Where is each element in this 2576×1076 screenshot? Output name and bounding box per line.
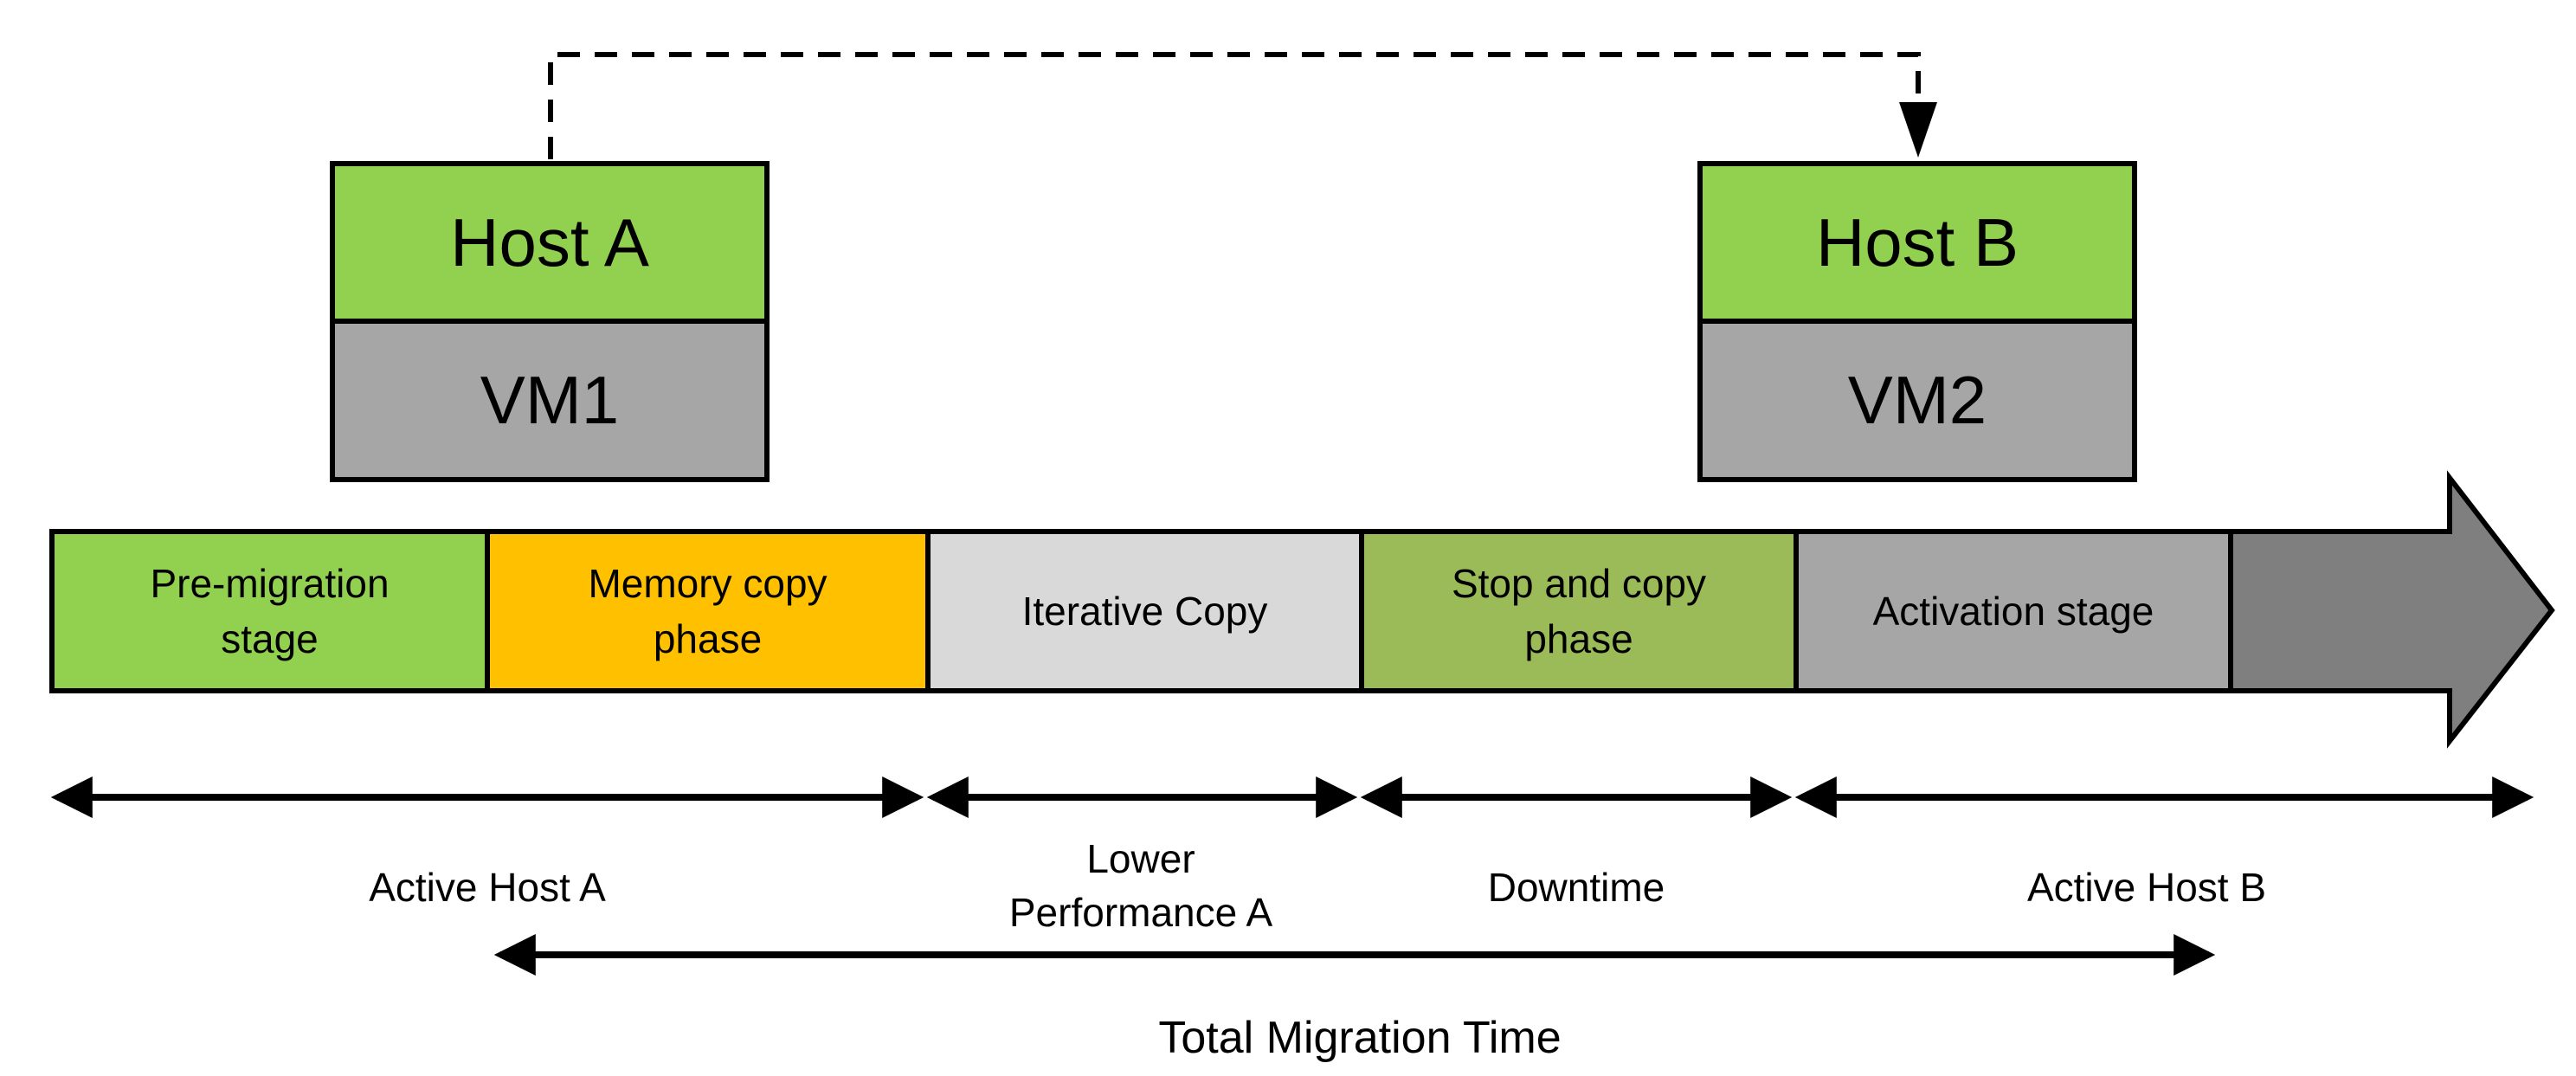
active-host-b-label: Active Host B [2026,865,2267,910]
lower-performance-a-line2: Performance A [1008,890,1273,935]
segment-stop-and-copy-phase: Stop and copy phase [1359,529,1799,693]
segment-label-line: Memory copy [588,561,828,606]
segment-label-line: Pre-migration [150,561,390,606]
timeline-arrow-head [2228,470,2555,749]
segment-memory-copy-phase: Memory copy phase [485,529,931,693]
segment-label-line: Activation stage [1872,589,2154,634]
segment-label-line: Stop and copy [1451,561,1707,606]
total-migration-time-label: Total Migration Time [1158,1013,1562,1063]
host-b-box: Host B VM2 [1697,161,2137,482]
host-a-box: Host A VM1 [330,161,770,482]
lower-performance-a-line1: Lower [1086,836,1195,881]
host-b-label: Host B [1815,203,2019,280]
host-a-to-host-b-dashed-connector [548,52,1921,159]
host-a-label: Host A [450,203,649,280]
downtime-label: Downtime [1487,865,1665,910]
connector-arrowhead-icon [1899,102,1937,158]
segment-label-line: phase [653,616,763,661]
active-host-a-label: Active Host A [369,865,606,910]
vm1-box: VM1 [335,324,764,477]
lower-performance-a-label: Lower Performance A [1009,832,1272,939]
segment-activation-stage: Activation stage [1794,529,2233,693]
segment-iterative-copy: Iterative Copy [925,529,1364,693]
vm2-box: VM2 [1703,324,2132,477]
segment-label-line: Iterative Copy [1021,589,1268,634]
host-b-header: Host B [1703,166,2132,324]
host-a-header: Host A [335,166,764,324]
vm1-label: VM1 [480,362,620,438]
segment-label-line: phase [1524,616,1633,661]
vm2-label: VM2 [1847,362,1987,438]
segment-pre-migration-stage: Pre-migration stage [49,529,490,693]
segment-label-line: stage [221,616,319,661]
